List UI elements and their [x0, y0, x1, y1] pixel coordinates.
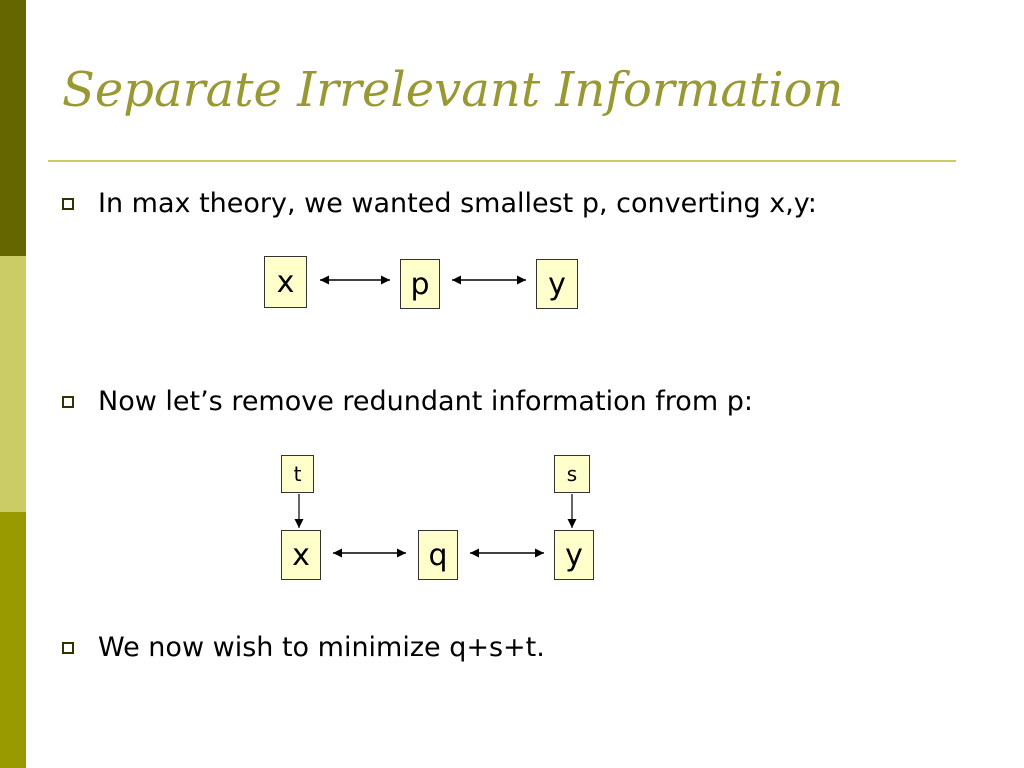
- bullet-1-text: In max theory, we wanted smallest p, con…: [98, 188, 817, 219]
- square-bullet-icon: [62, 197, 74, 210]
- side-band-middle: [0, 256, 26, 512]
- diagram2-node-x: x: [281, 530, 321, 580]
- side-band-bottom: [0, 512, 26, 768]
- square-bullet-icon: [62, 395, 74, 408]
- bullet-3: We now wish to minimize q+s+t.: [62, 632, 545, 663]
- diagram1-node-x: x: [264, 256, 307, 308]
- diagram2-node-s: s: [554, 455, 590, 493]
- square-bullet-icon: [62, 641, 74, 654]
- bullet-2: Now let’s remove redundant information f…: [62, 386, 753, 417]
- diagram1-node-y: y: [536, 259, 578, 309]
- diagram2-node-t: t: [281, 455, 314, 493]
- side-band-top: [0, 0, 26, 256]
- title-divider: [48, 160, 956, 162]
- diagram2-node-y: y: [554, 530, 594, 580]
- bullet-2-text: Now let’s remove redundant information f…: [98, 386, 753, 417]
- slide-title: Separate Irrelevant Information: [62, 62, 844, 118]
- diagram1-node-p: p: [400, 259, 440, 309]
- diagram2-node-q: q: [418, 530, 458, 580]
- bullet-1: In max theory, we wanted smallest p, con…: [62, 188, 817, 219]
- bullet-3-text: We now wish to minimize q+s+t.: [98, 632, 545, 663]
